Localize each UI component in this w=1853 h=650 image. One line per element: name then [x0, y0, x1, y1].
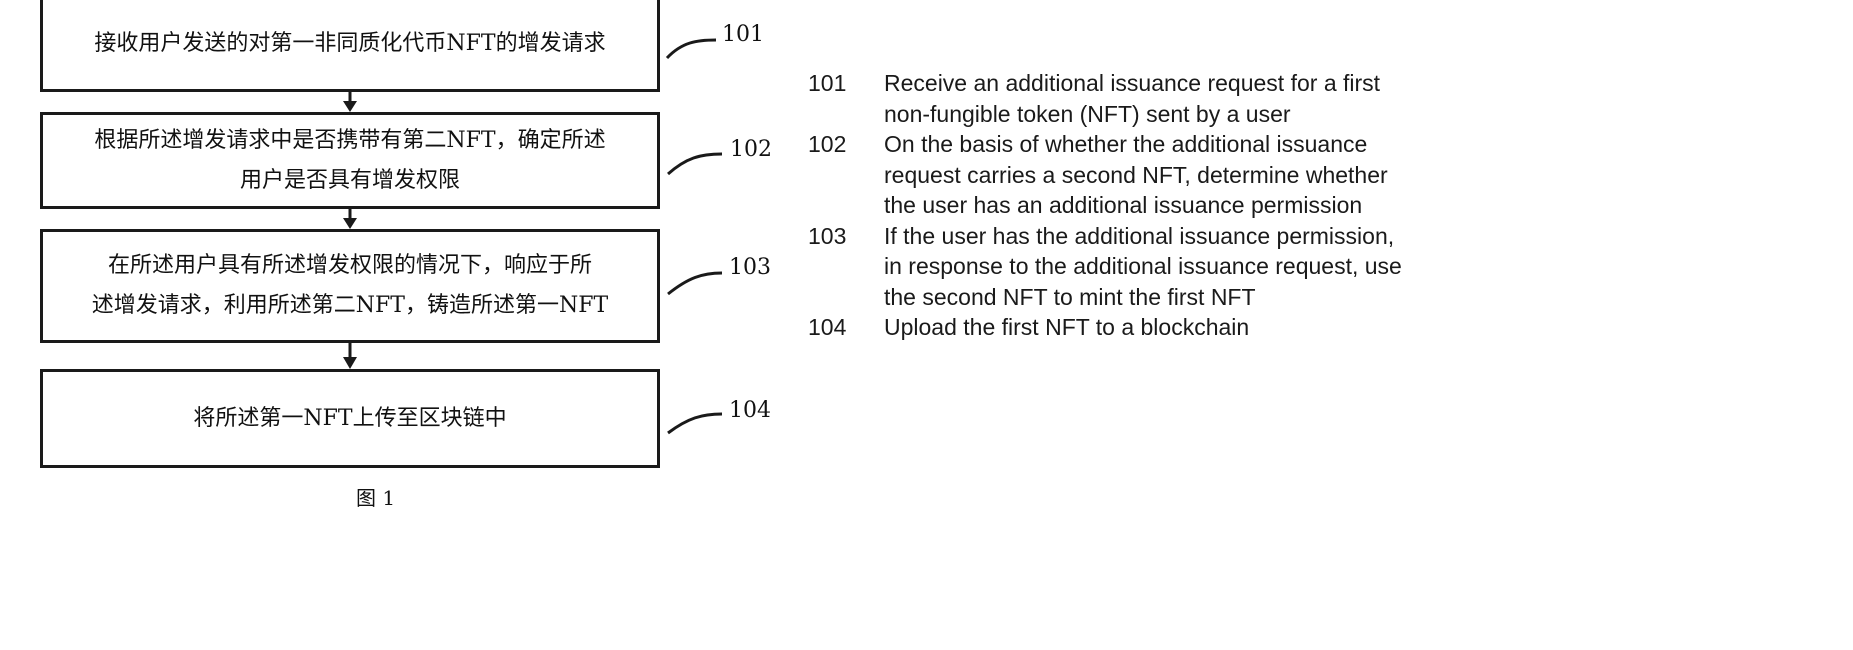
leader-104: [668, 414, 722, 433]
legend-text: Receive an additional issuance request f…: [884, 68, 1524, 129]
legend-number: 103: [808, 221, 884, 252]
legend-row-104: 104 Upload the first NFT to a blockchain: [808, 312, 1828, 343]
step-label-102: 102: [730, 137, 772, 162]
step-text-103: 在所述用户具有所述增发权限的情况下，响应于所 述增发请求，利用所述第二NFT，铸…: [92, 246, 608, 326]
step-text-102: 根据所述增发请求中是否携带有第二NFT，确定所述 用户是否具有增发权限: [94, 121, 605, 201]
step-text-101: 接收用户发送的对第一非同质化代币NFT的增发请求: [94, 24, 605, 64]
legend-text: Upload the first NFT to a blockchain: [884, 312, 1524, 343]
step-label-104: 104: [729, 398, 771, 423]
legend-row-101: 101 Receive an additional issuance reque…: [808, 68, 1828, 129]
step-box-101: 接收用户发送的对第一非同质化代币NFT的增发请求: [40, 0, 660, 92]
figure-caption: 图 1: [356, 482, 395, 511]
arrowhead-101-102: [343, 101, 357, 112]
legend-row-102: 102 On the basis of whether the addition…: [808, 129, 1828, 221]
legend-text: If the user has the additional issuance …: [884, 221, 1524, 313]
legend-number: 104: [808, 312, 884, 343]
legend-number: 101: [808, 68, 884, 99]
arrowhead-103-104: [343, 357, 357, 369]
legend-text: On the basis of whether the additional i…: [884, 129, 1524, 221]
legend-row-103: 103 If the user has the additional issua…: [808, 221, 1828, 313]
translation-legend: 101 Receive an additional issuance reque…: [808, 68, 1828, 343]
step-box-104: 将所述第一NFT上传至区块链中: [40, 369, 660, 468]
leader-103: [668, 273, 722, 294]
step-label-101: 101: [722, 22, 764, 47]
arrowhead-102-103: [343, 218, 357, 229]
step-box-103: 在所述用户具有所述增发权限的情况下，响应于所 述增发请求，利用所述第二NFT，铸…: [40, 229, 660, 343]
step-label-103: 103: [729, 255, 771, 280]
leader-101: [667, 40, 716, 58]
leader-102: [668, 154, 722, 174]
legend-number: 102: [808, 129, 884, 160]
step-text-104: 将所述第一NFT上传至区块链中: [193, 399, 506, 439]
step-box-102: 根据所述增发请求中是否携带有第二NFT，确定所述 用户是否具有增发权限: [40, 112, 660, 209]
